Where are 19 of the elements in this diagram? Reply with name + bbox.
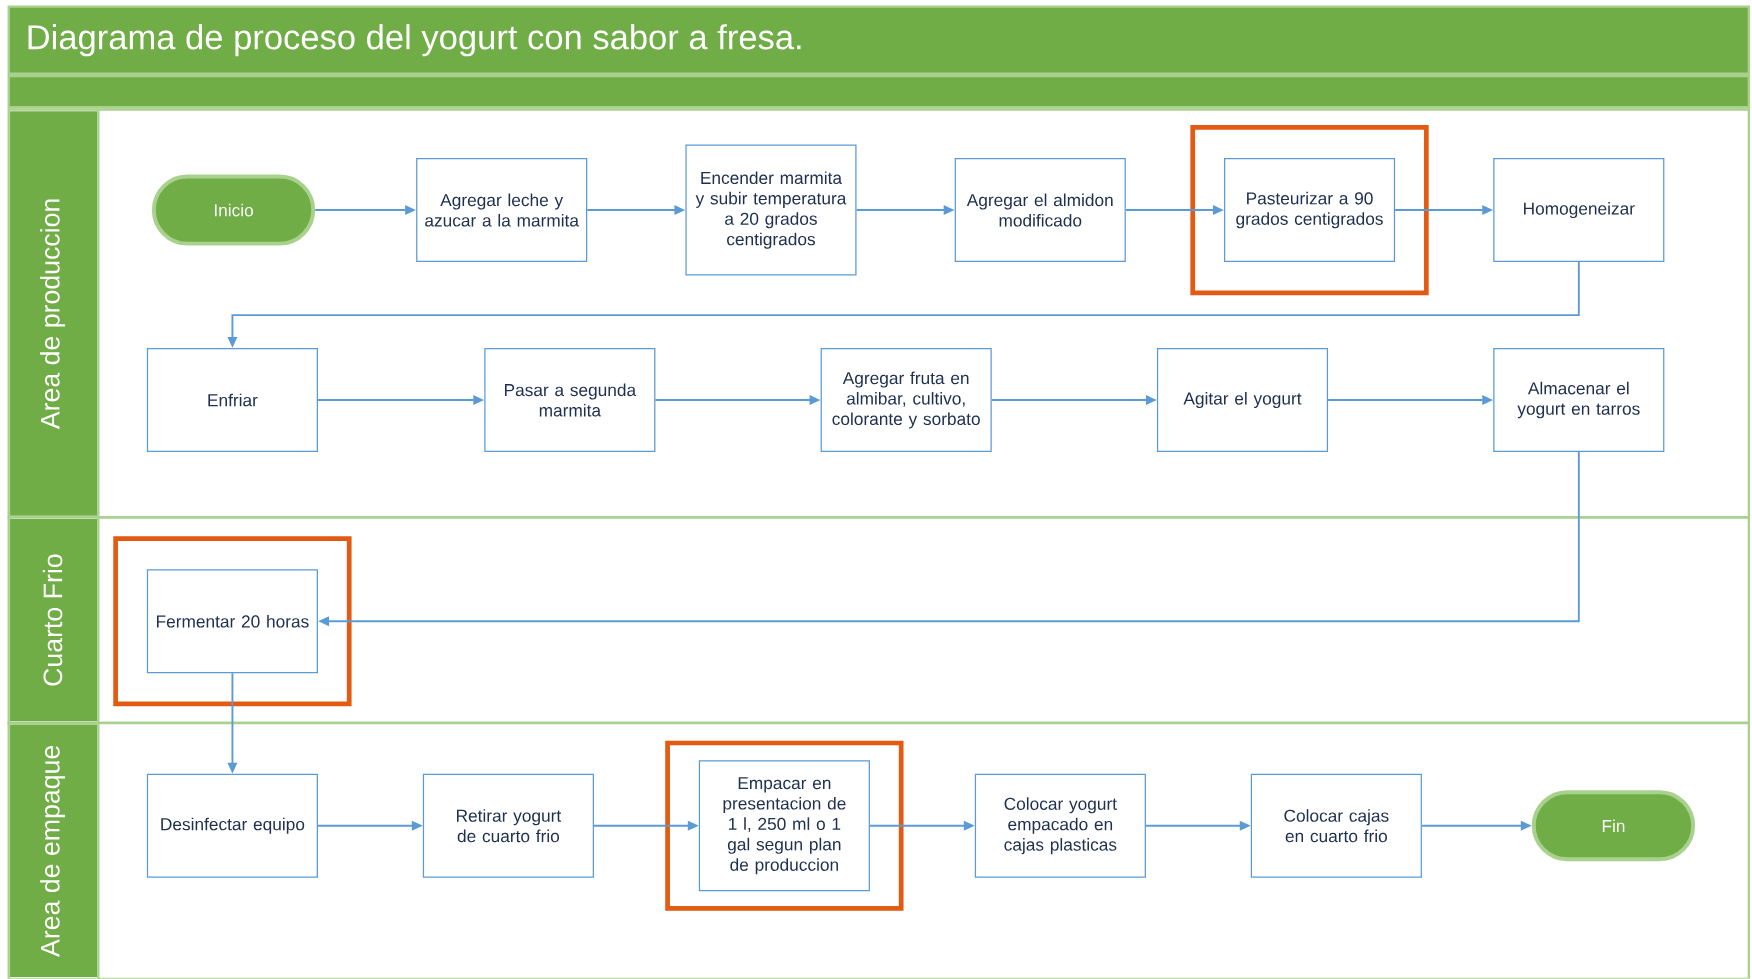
process-box: Empacar en presentacion de 1 l, 250 ml o 1 gal segun plan de produccion: [698, 760, 870, 892]
process-box: Almacenar el yogurt en tarros: [1493, 348, 1665, 453]
process-box: Colocar cajas en cuarto frio: [1250, 773, 1422, 878]
process-box: Retirar yogurt de cuarto frio: [422, 773, 594, 878]
highlight-frame: [1190, 125, 1429, 296]
process-box: Agregar el almidon modificado: [954, 158, 1126, 263]
process-box: Desinfectar equipo: [146, 773, 318, 878]
process-box: Pasteurizar a 90 grados centigrados: [1223, 158, 1396, 263]
process-box: Pasar a segunda marmita: [484, 348, 656, 453]
process-box: Encender marmita y subir temperatura a 20 grados centigrados: [685, 144, 857, 276]
process-box: Agregar fruta en almibar, cultivo, colorante y sorbato: [820, 348, 992, 453]
process-box: Agitar el yogurt: [1156, 348, 1329, 453]
process-box: Fermentar 20 horas: [146, 569, 318, 674]
process-box: Enfriar: [146, 348, 318, 453]
process-box: Homogeneizar: [1493, 158, 1665, 263]
process-box: Colocar yogurt empacado en cajas plasticas: [974, 773, 1146, 878]
highlight-frame: [665, 740, 904, 911]
highlight-frame: [113, 536, 352, 707]
process-box: Agregar leche y azucar a la marmita: [416, 158, 588, 263]
